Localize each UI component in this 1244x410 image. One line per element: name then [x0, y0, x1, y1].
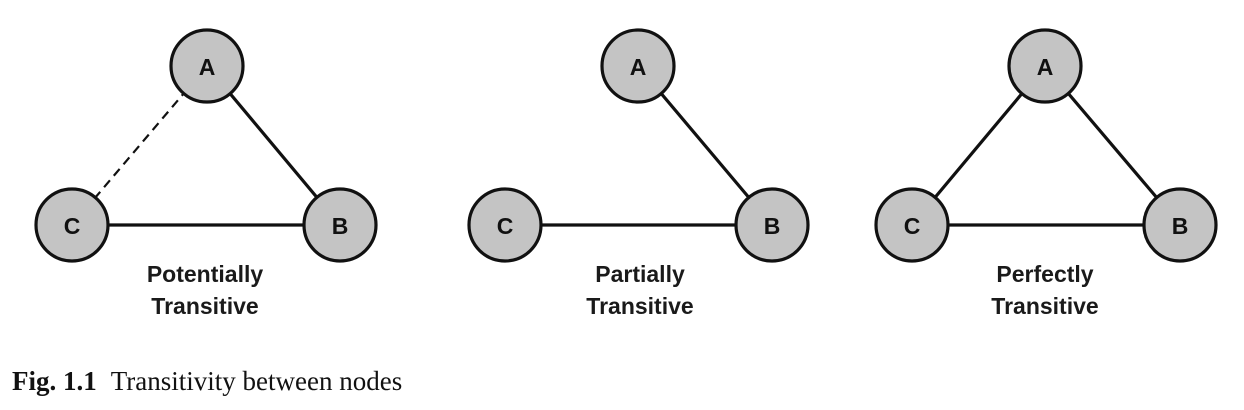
node-a: A	[169, 28, 245, 104]
panel-label-line: Potentially	[147, 261, 264, 287]
panel-label-line: Perfectly	[996, 261, 1093, 287]
figure-caption-text: Transitivity between nodes	[110, 366, 403, 396]
node-c: C	[34, 187, 110, 263]
node-circle	[302, 187, 378, 263]
figure-caption: Fig. 1.1 Transitivity between nodes	[12, 366, 402, 397]
node-label: C	[904, 213, 921, 239]
node-b: B	[302, 187, 378, 263]
node-label: C	[64, 213, 81, 239]
node-circle	[169, 28, 245, 104]
node-c: C	[467, 187, 543, 263]
node-circle	[467, 187, 543, 263]
node-label: B	[332, 213, 349, 239]
node-b: B	[734, 187, 810, 263]
node-label: C	[497, 213, 514, 239]
node-label: A	[1037, 54, 1054, 80]
panel-label-line: Transitive	[151, 293, 258, 319]
node-a: A	[600, 28, 676, 104]
node-label: A	[199, 54, 216, 80]
node-circle	[1007, 28, 1083, 104]
node-circle	[734, 187, 810, 263]
figure-number: Fig. 1.1	[12, 366, 97, 396]
panel-label-line: Transitive	[586, 293, 693, 319]
node-label: B	[764, 213, 781, 239]
node-c: C	[874, 187, 950, 263]
node-circle	[34, 187, 110, 263]
node-label: A	[630, 54, 647, 80]
node-b: B	[1142, 187, 1218, 263]
node-circle	[874, 187, 950, 263]
panel-label-line: Partially	[595, 261, 685, 287]
node-label: B	[1172, 213, 1189, 239]
node-a: A	[1007, 28, 1083, 104]
node-circle	[600, 28, 676, 104]
node-circle	[1142, 187, 1218, 263]
panel-label-line: Transitive	[991, 293, 1098, 319]
